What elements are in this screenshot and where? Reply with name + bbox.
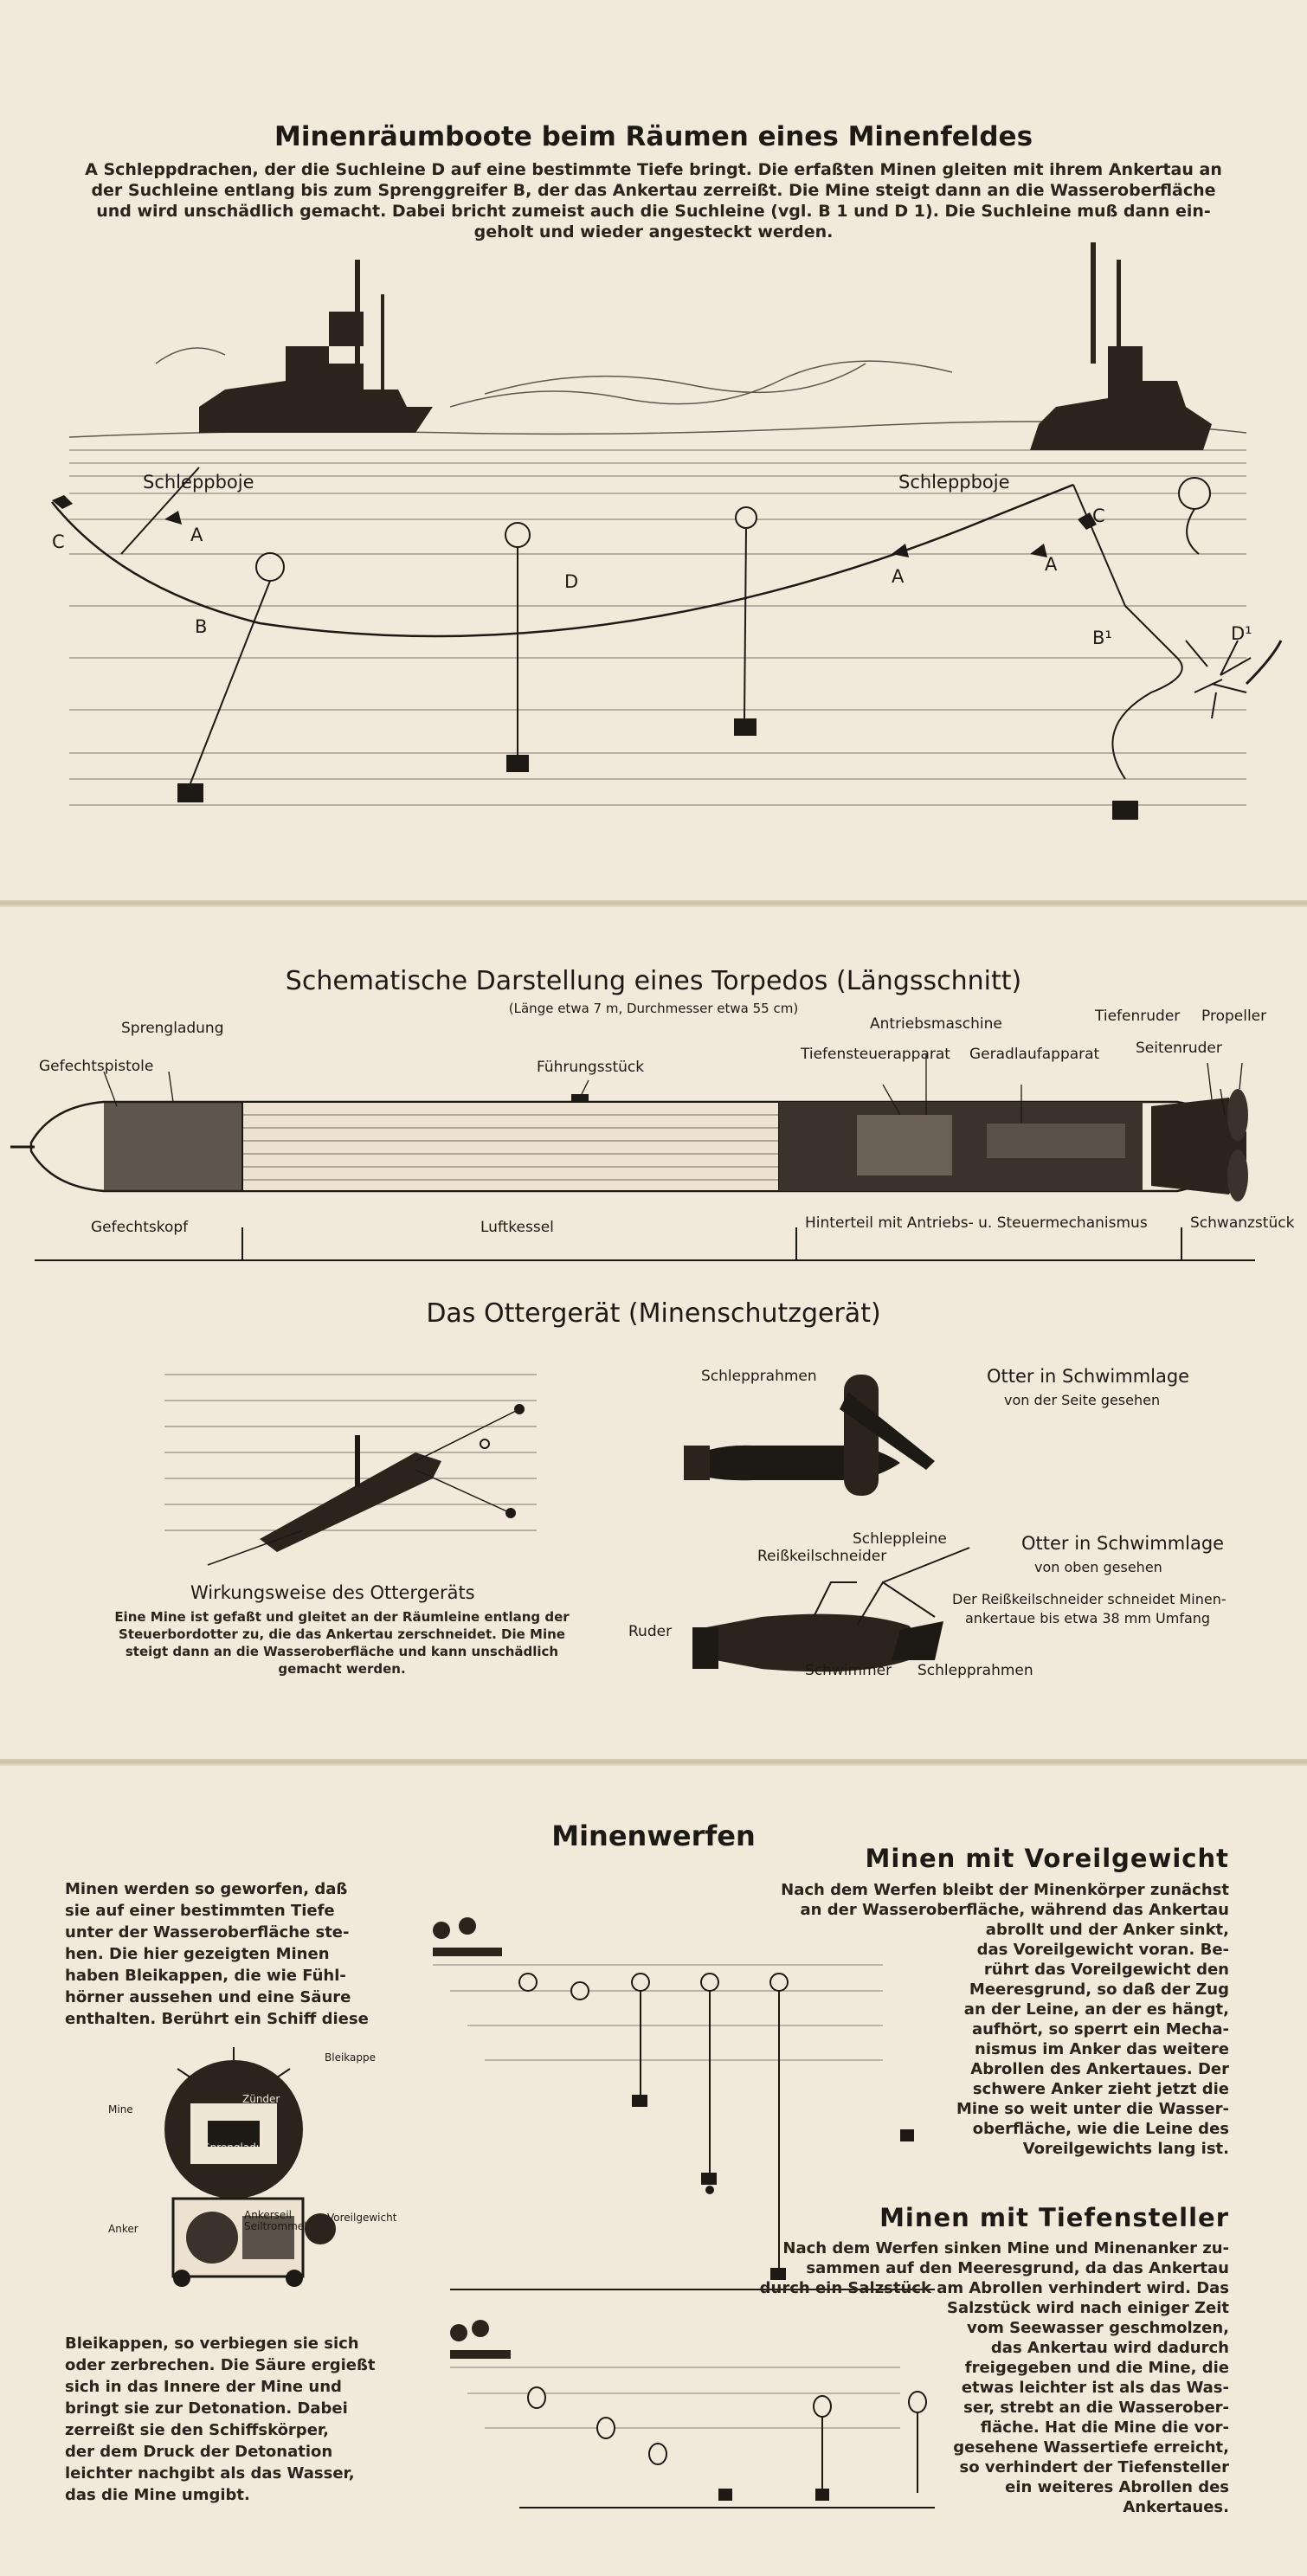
torpedo-title: Schematische Darstellung eines Torpedos … xyxy=(0,966,1307,996)
left-top-line-1: Minen werden so geworfen, daß xyxy=(65,1878,411,1900)
left-bottom-line-5: zerreißt sie den Schiffskörper, xyxy=(65,2419,411,2441)
label-a-left: A xyxy=(190,525,203,545)
mine-label-ankerseil: Ankerseil xyxy=(244,2209,292,2221)
left-top-line-2: sie auf einer bestimmten Tiefe xyxy=(65,1900,411,1922)
left-top-line-5: haben Bleikappen, die wie Fühl- xyxy=(65,1965,411,1987)
otter-effect-title: Wirkungsweise des Ottergeräts xyxy=(190,1582,475,1603)
otter-effect-line-4: gemacht werden. xyxy=(82,1660,602,1678)
panel-torpedo-otter: Schematische Darstellung eines Torpedos … xyxy=(0,907,1307,1759)
left-top-line-7: enthalten. Berührt ein Schiff diese xyxy=(65,2008,411,2030)
label-sprengladung: Sprengladung xyxy=(121,1020,224,1037)
label-schleppboje-left: Schleppboje xyxy=(143,472,254,493)
mine-label-zuender: Zünder xyxy=(242,2093,280,2105)
torpedo-diagram xyxy=(0,1046,1307,1305)
otter-effect-line-1: Eine Mine ist gefaßt und gleitet an der … xyxy=(82,1608,602,1626)
label-schlepprahmen-bottom: Schlepprahmen xyxy=(917,1662,1033,1679)
otter-cut-line-1: Der Reißkeilschneider schneidet Minen- xyxy=(952,1591,1227,1607)
label-luftkessel: Luftkessel xyxy=(480,1219,554,1236)
otter-effect-text: Eine Mine ist gefaßt und gleitet an der … xyxy=(82,1608,602,1678)
label-hinterteil: Hinterteil mit Antriebs- u. Steuermechan… xyxy=(805,1214,1148,1232)
tiefen-heading: Minen mit Tiefensteller xyxy=(779,2203,1229,2232)
otter-effect-line-3: steigt dann an die Wasseroberfläche und … xyxy=(82,1643,602,1660)
label-a-right: A xyxy=(1045,554,1057,575)
otter-top-subtitle: von oben gesehen xyxy=(1034,1559,1162,1575)
label-fuehrungsstueck: Führungsstück xyxy=(537,1059,644,1076)
otter-side-title: Otter in Schwimmlage xyxy=(987,1366,1189,1387)
mine-label-mine: Mine xyxy=(108,2103,133,2116)
label-tiefensteuerapparat: Tiefensteuerapparat xyxy=(801,1046,950,1063)
label-c-right: C xyxy=(1092,506,1105,526)
label-antriebsmaschine: Antriebsmaschine xyxy=(870,1015,1002,1033)
otter-side-subtitle: von der Seite gesehen xyxy=(1004,1392,1160,1408)
left-bottom-line-4: bringt sie zur Detonation. Dabei xyxy=(65,2398,411,2419)
label-d: D xyxy=(564,571,578,592)
label-schwimmer: Schwimmer xyxy=(805,1662,892,1679)
label-tiefenruder: Tiefenruder xyxy=(1095,1008,1180,1025)
label-schleppboje-right: Schleppboje xyxy=(898,472,1010,493)
left-bottom-line-8: das die Mine umgibt. xyxy=(65,2484,411,2506)
mine-label-anker: Anker xyxy=(108,2223,138,2235)
label-gefechtskopf: Gefechtskopf xyxy=(91,1219,188,1236)
panel-minelaying: Minenwerfen Minen werden so geworfen, da… xyxy=(0,1766,1307,2576)
label-a-mid: A xyxy=(892,566,904,587)
fold-line-1 xyxy=(0,900,1307,907)
label-b1: B¹ xyxy=(1092,628,1112,648)
tiefen-illustration xyxy=(433,2255,917,2515)
mine-label-seiltrommel: Seiltrommel xyxy=(244,2220,306,2232)
left-bottom-line-7: leichter nachgibt als das Wasser, xyxy=(65,2463,411,2484)
voreil-heading: Minen mit Voreilgewicht xyxy=(779,1844,1229,1873)
label-d1: D¹ xyxy=(1231,623,1252,644)
label-reisskeilschneider: Reißkeilschneider xyxy=(757,1548,886,1565)
label-b: B xyxy=(195,616,207,637)
otter-cut-line-2: ankertaue bis etwa 38 mm Umfang xyxy=(965,1610,1210,1626)
label-ruder: Ruder xyxy=(628,1623,672,1640)
label-geradlaufapparat: Geradlaufapparat xyxy=(969,1046,1099,1063)
label-schleppleine: Schleppleine xyxy=(853,1530,947,1548)
left-bottom-line-2: oder zerbrechen. Die Säure ergießt xyxy=(65,2354,411,2376)
left-top-line-3: unter der Wasseroberfläche ste- xyxy=(65,1922,411,1943)
minesweeping-illustration xyxy=(0,0,1307,900)
otter-effect-line-2: Steuerbordotter zu, die das Ankertau zer… xyxy=(82,1626,602,1643)
fold-line-2 xyxy=(0,1759,1307,1766)
minen-left-text-bottom: Bleikappen, so verbiegen sie sich oder z… xyxy=(65,2333,411,2506)
mine-label-bleikappe: Bleikappe xyxy=(325,2051,376,2064)
label-c-left: C xyxy=(52,531,65,552)
left-top-line-6: hörner aussehen und eine Säure xyxy=(65,1987,411,2008)
left-bottom-line-6: der dem Druck der Detonation xyxy=(65,2441,411,2463)
label-schwanzstueck: Schwanzstück xyxy=(1190,1214,1294,1232)
otter-title: Das Ottergerät (Minenschutzgerät) xyxy=(0,1298,1307,1329)
label-gefechtspistole: Gefechtspistole xyxy=(39,1058,153,1075)
minen-left-text-top: Minen werden so geworfen, daß sie auf ei… xyxy=(65,1878,411,2030)
otter-ship-illustration xyxy=(156,1340,554,1574)
otter-top-title: Otter in Schwimmlage xyxy=(1021,1533,1224,1554)
torpedo-title-suffix: (Längsschnitt) xyxy=(836,966,1021,996)
label-seitenruder: Seitenruder xyxy=(1136,1040,1222,1057)
panel-minesweeping: Minenräumboote beim Räumen eines Minenfe… xyxy=(0,0,1307,900)
otter-title-suffix: (Minenschutzgerät) xyxy=(628,1298,881,1329)
left-top-line-4: hen. Die hier gezeigten Minen xyxy=(65,1943,411,1965)
left-bottom-line-3: sich in das Innere der Mine und xyxy=(65,2376,411,2398)
torpedo-title-main: Schematische Darstellung eines Torpedos xyxy=(286,966,828,996)
mine-label-sprengladung: Sprengladung xyxy=(203,2141,276,2154)
label-schlepprahmen-top: Schlepprahmen xyxy=(701,1368,817,1385)
label-propeller: Propeller xyxy=(1201,1008,1266,1025)
mine-cutaway-diagram xyxy=(113,2051,390,2294)
mine-label-voreilgewicht: Voreilgewicht xyxy=(327,2212,396,2224)
left-bottom-line-1: Bleikappen, so verbiegen sie sich xyxy=(65,2333,411,2354)
otter-title-main: Das Ottergerät xyxy=(426,1298,620,1329)
